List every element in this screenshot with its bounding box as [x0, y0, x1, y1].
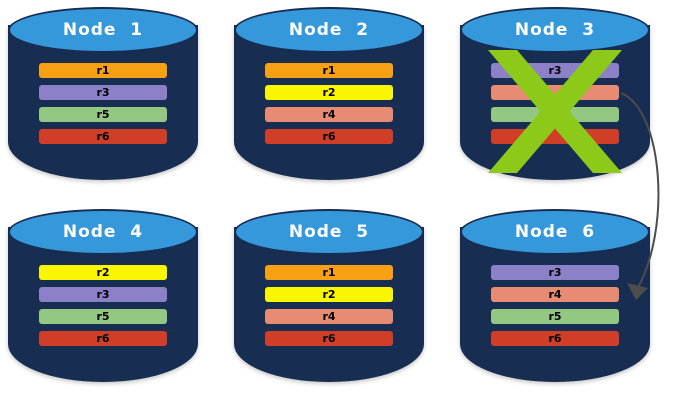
record-bar[interactable]: r2 — [265, 287, 393, 302]
node-label: Node 6 — [514, 222, 596, 242]
record-bar[interactable]: r6 — [265, 129, 393, 144]
record-bar[interactable]: r6 — [39, 331, 167, 346]
node-2[interactable]: Node 2 r1 r2 r4 r6 — [234, 5, 424, 190]
cylinder-top — [8, 7, 198, 53]
node-3[interactable]: Node 3 r3 — [460, 5, 650, 190]
record-bar[interactable]: r1 — [265, 265, 393, 280]
record-bar[interactable]: r2 — [265, 85, 393, 100]
record-bar[interactable]: r1 — [39, 63, 167, 78]
record-bar[interactable]: r2 — [39, 265, 167, 280]
node-label: Node 3 — [514, 20, 596, 40]
record-list: r1 r2 r4 r6 — [265, 63, 393, 144]
record-bar[interactable]: r6 — [265, 331, 393, 346]
record-list: r3 r4 r5 r6 — [491, 265, 619, 346]
record-bar[interactable]: r3 — [491, 63, 619, 78]
record-bar[interactable]: r3 — [39, 85, 167, 100]
record-bar[interactable]: r5 — [39, 107, 167, 122]
record-list: r1 r3 r5 r6 — [39, 63, 167, 144]
record-bar[interactable]: r1 — [265, 63, 393, 78]
record-bar[interactable]: r4 — [265, 309, 393, 324]
node-label: Node 5 — [288, 222, 370, 242]
node-label: Node 2 — [288, 20, 370, 40]
record-bar[interactable]: r4 — [265, 107, 393, 122]
node-label: Node 4 — [62, 222, 144, 242]
record-bar[interactable]: r6 — [491, 331, 619, 346]
record-bar[interactable] — [491, 85, 619, 100]
node-5[interactable]: Node 5 r1 r2 r4 r6 — [234, 207, 424, 392]
record-bar[interactable]: r3 — [39, 287, 167, 302]
cylinder-top — [234, 209, 424, 255]
record-bar[interactable]: r5 — [491, 309, 619, 324]
record-list: r1 r2 r4 r6 — [265, 265, 393, 346]
record-bar[interactable] — [491, 129, 619, 144]
node-4[interactable]: Node 4 r2 r3 r5 r6 — [8, 207, 198, 392]
record-bar[interactable]: r6 — [39, 129, 167, 144]
node-label: Node 1 — [62, 20, 144, 40]
record-bar[interactable]: r4 — [491, 287, 619, 302]
record-bar[interactable] — [491, 107, 619, 122]
record-list: r2 r3 r5 r6 — [39, 265, 167, 346]
cylinder-top — [460, 209, 650, 255]
record-list: r3 — [491, 63, 619, 144]
cylinder-top — [234, 7, 424, 53]
record-bar[interactable]: r3 — [491, 265, 619, 280]
node-1[interactable]: Node 1 r1 r3 r5 r6 — [8, 5, 198, 190]
cylinder-top — [8, 209, 198, 255]
node-6[interactable]: Node 6 r3 r4 r5 r6 — [460, 207, 650, 392]
record-bar[interactable]: r5 — [39, 309, 167, 324]
